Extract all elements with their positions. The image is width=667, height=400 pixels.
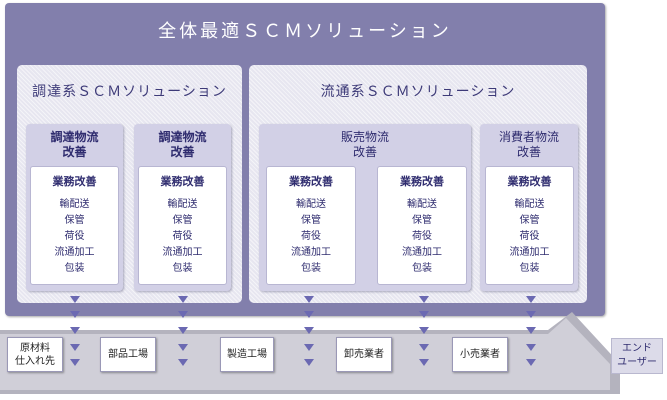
procurement-logistics-box-2: 調達物流 改善 業務改善 輸配送 保管 荷役 流通加工 包装 [134,124,231,291]
list-item: 荷役 [412,231,432,242]
down-arrow-icon [419,327,429,334]
list-item: 輸配送 [296,199,326,210]
box-title: 調達物流 改善 [50,130,99,159]
end-user-box: エンド ユーザー [611,338,663,374]
list-item: 流通加工 [162,247,203,258]
box-title: 消費者物流 改善 [498,130,559,159]
down-arrow-icon [419,296,429,303]
down-arrow-icon [70,359,80,366]
down-arrow-icon [178,296,188,303]
inner-title: 業務改善 [289,175,333,188]
list-item: 荷役 [301,231,321,242]
down-arrow-icon [304,359,314,366]
stage-manufacturing-plant: 製造工場 [220,337,274,372]
inner-title: 業務改善 [400,175,444,188]
improvement-list: 輸配送 保管 荷役 流通加工 包装 [378,197,466,277]
band-body [0,318,610,390]
list-item: 保管 [172,215,193,226]
business-improvement-panel: 業務改善 輸配送 保管 荷役 流通加工 包装 [138,166,227,285]
down-arrow-icon [304,327,314,334]
down-arrow-icon [526,296,536,303]
inner-title: 業務改善 [507,175,552,188]
down-arrow-icon [70,344,80,351]
procurement-group-title: 調達系ＳＣＭソリューション [32,84,227,100]
list-item: 荷役 [172,231,193,242]
list-item: 荷役 [64,231,85,242]
inner-title: 業務改善 [160,175,205,188]
list-item: 包装 [64,263,85,274]
down-arrow-icon [526,311,536,318]
down-arrow-icon [178,327,188,334]
consumer-logistics-box: 消費者物流 改善 業務改善 輸配送 保管 荷役 流通加工 包装 [480,124,578,291]
down-arrow-icon [304,311,314,318]
list-item: 輸配送 [167,199,198,210]
stage-parts-factory: 部品工場 [100,337,156,372]
overall-title: 全体最適ＳＣＭソリューション [158,21,452,42]
inner-title: 業務改善 [52,175,97,188]
down-arrow-icon [419,359,429,366]
procurement-logistics-box-1: 調達物流 改善 業務改善 輸配送 保管 荷役 流通加工 包装 [26,124,123,291]
business-improvement-panel: 業務改善 輸配送 保管 荷役 流通加工 包装 [485,166,574,285]
list-item: 荷役 [519,231,540,242]
improvement-list: 輸配送 保管 荷役 流通加工 包装 [267,197,355,277]
down-arrow-icon [178,311,188,318]
down-arrow-icon [178,359,188,366]
stage-wholesaler: 卸売業者 [336,337,392,372]
list-item: 輸配送 [407,199,437,210]
box-title: 販売物流 改善 [340,130,389,159]
list-item: 流通加工 [291,247,331,258]
down-arrow-icon [178,344,188,351]
business-improvement-panel: 業務改善 輸配送 保管 荷役 流通加工 包装 [266,166,356,285]
list-item: 包装 [412,263,432,274]
stage-raw-material-supplier: 原材料 仕入れ先 [7,337,63,372]
down-arrow-icon [70,327,80,334]
down-arrow-icon [526,344,536,351]
list-item: 保管 [412,215,432,226]
distribution-group-title: 流通系ＳＣＭソリューション [320,84,516,100]
improvement-list: 輸配送 保管 荷役 流通加工 包装 [139,197,226,277]
list-item: 保管 [64,215,85,226]
list-item: 保管 [519,215,540,226]
down-arrow-icon [304,344,314,351]
supply-chain-band [0,312,620,394]
down-arrow-icon [70,296,80,303]
list-item: 包装 [172,263,193,274]
list-item: 包装 [519,263,540,274]
list-item: 流通加工 [54,247,95,258]
sales-logistics-box: 販売物流 改善 業務改善 輸配送 保管 荷役 流通加工 包装 業務改善 輸配送 … [259,124,471,291]
down-arrow-icon [419,344,429,351]
list-item: 包装 [301,263,321,274]
box-title: 調達物流 改善 [158,130,207,159]
improvement-list: 輸配送 保管 荷役 流通加工 包装 [31,197,118,277]
list-item: 流通加工 [402,247,442,258]
list-item: 輸配送 [59,199,90,210]
stage-retailer: 小売業者 [452,337,508,372]
down-arrow-icon [526,327,536,334]
down-arrow-icon [304,296,314,303]
list-item: 流通加工 [509,247,550,258]
improvement-list: 輸配送 保管 荷役 流通加工 包装 [486,197,573,277]
down-arrow-icon [526,359,536,366]
list-item: 保管 [301,215,321,226]
list-item: 輸配送 [514,199,545,210]
down-arrow-icon [70,311,80,318]
business-improvement-panel: 業務改善 輸配送 保管 荷役 流通加工 包装 [377,166,467,285]
down-arrow-icon [419,311,429,318]
business-improvement-panel: 業務改善 輸配送 保管 荷役 流通加工 包装 [30,166,119,285]
